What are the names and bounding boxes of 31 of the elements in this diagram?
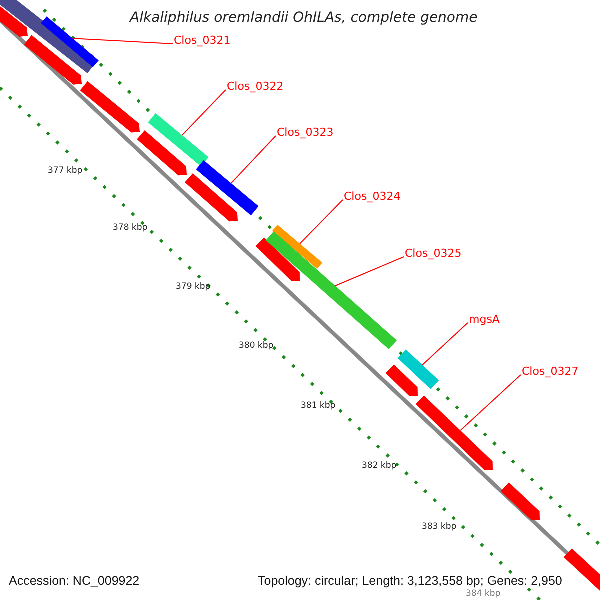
gene-label: Clos_0325	[405, 247, 462, 260]
leader-line	[460, 374, 522, 432]
leader-line	[182, 90, 226, 136]
gene-label: Clos_0321	[174, 34, 231, 47]
gene-bar	[416, 396, 493, 470]
scale-label: 379 kbp	[176, 282, 211, 292]
gene-label: Clos_0322	[227, 80, 284, 93]
scale-label: 383 kbp	[422, 522, 457, 532]
gene-bar	[41, 16, 99, 68]
leader-line	[72, 38, 174, 44]
leader-line	[334, 256, 404, 286]
scale-label: 380 kbp	[239, 341, 274, 351]
gene-label: mgsA	[469, 313, 500, 326]
scale-label: 377 kbp	[48, 166, 83, 176]
leader-line	[422, 322, 468, 366]
scale-label: 382 kbp	[362, 461, 397, 471]
gene-bar	[272, 224, 323, 270]
gene-bar	[196, 160, 259, 216]
footer-text: Topology: circular; Length: 3,123,558 bp; Genes: 2,950	[258, 574, 562, 588]
leader-line	[300, 200, 344, 244]
gene-label: Clos_0327	[522, 365, 579, 378]
title: Alkaliphilus oremlandii OhILAs, complete genome	[130, 10, 478, 26]
gene-label: Clos_0324	[344, 190, 401, 203]
leader-line	[230, 136, 276, 184]
scale-label: 378 kbp	[113, 223, 148, 233]
footer-text: Accession: NC_009922	[9, 574, 140, 588]
scale-label: 381 kbp	[301, 401, 336, 411]
scale-label: 384 kbp	[466, 589, 501, 599]
gene-label: Clos_0323	[277, 126, 334, 139]
gene-bar	[148, 113, 209, 167]
gene-bar	[398, 350, 440, 390]
